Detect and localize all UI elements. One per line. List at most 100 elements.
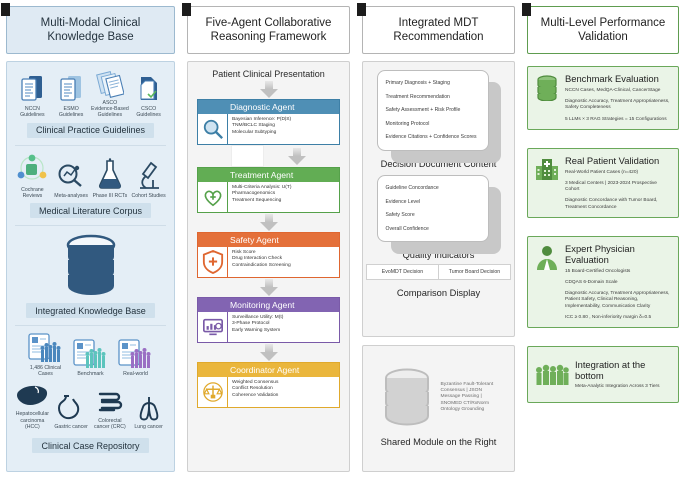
validation-line: 15 Board-Certified Oncologists bbox=[565, 268, 631, 274]
validation-heading: Benchmark Evaluation bbox=[565, 73, 659, 84]
agent-detail-lines: Weighted Consensus Conflict Resolution C… bbox=[228, 377, 281, 407]
arrow-down-icon bbox=[259, 81, 278, 98]
agent-line: Molecular Subtyping bbox=[232, 129, 277, 135]
guidelines-label: Clinical Practice Guidelines bbox=[26, 122, 155, 138]
group-people-icon bbox=[535, 364, 569, 386]
blank-placeholder-box bbox=[231, 145, 264, 167]
validation-line: Diagnostic Accuracy, Treatment Appropria… bbox=[565, 291, 670, 309]
agent-line: TNM/BCLC Staging bbox=[232, 123, 275, 129]
quality-caption: Quality Indicators bbox=[402, 250, 475, 261]
literature-caption: Cochrane Reviews bbox=[21, 186, 44, 199]
agent-line: Contraindication Screening bbox=[232, 262, 291, 268]
guideline-caption: CSCO Guidelines bbox=[136, 106, 161, 119]
validation-card-expert-physician[interactable]: Expert Physician Evaluation 15 Board-Cer… bbox=[527, 235, 679, 329]
validation-card-real-patient[interactable]: Real Patient Validation Real-World Patie… bbox=[527, 147, 679, 218]
validation-card-integration[interactable]: Integration at the bottom Meta-Analytic … bbox=[527, 346, 679, 404]
quality-line: Overall Confidence bbox=[385, 225, 429, 232]
database-cylinder-icon bbox=[535, 73, 559, 123]
agent-card-monitoring[interactable]: Monitoring Agent Surveillance Utility: M… bbox=[197, 297, 340, 343]
agent-line: Drug Interaction Check bbox=[232, 256, 283, 262]
cancer-type-caption: Colorectal cancer (CRC) bbox=[94, 417, 126, 430]
comparison-row: EvoMDT Decision Tumor Board Decision bbox=[366, 264, 511, 281]
panel-c-body-top: Primary Diagnosis + Staging Treatment Re… bbox=[362, 61, 515, 337]
validation-heading: Expert Physician Evaluation bbox=[565, 242, 635, 265]
agent-card-diagnostic[interactable]: Diagnostic Agent Bayesian Inference: P(D… bbox=[197, 99, 340, 145]
agent-line: Coherence Validation bbox=[232, 392, 279, 398]
agent-detail-lines: Risk Score Drug Interaction Check Contra… bbox=[228, 247, 294, 277]
magnifier-chart-icon bbox=[58, 164, 82, 187]
panel-marker-a bbox=[1, 3, 10, 16]
magnifier-search-icon bbox=[198, 114, 228, 144]
quality-indicators-stack: Guideline Concordance Evidence Level Saf… bbox=[376, 174, 501, 255]
literature-icon-row: Cochrane Reviews Meta-analyses bbox=[13, 153, 168, 199]
document-line: Primary Diagnosis + Staging bbox=[385, 80, 450, 86]
intestine-icon bbox=[98, 392, 122, 411]
agent-line: Multi-Criteria Analysis: U(T) bbox=[232, 185, 292, 190]
literature-caption: Phase III RCTs bbox=[92, 192, 128, 199]
case-caption: 1,486 Clinical Cases bbox=[29, 365, 62, 378]
agent-line: Treatment Sequencing bbox=[232, 197, 282, 203]
agent-name: Treatment Agent bbox=[198, 168, 339, 182]
panel-c-title: Integrated MDT Recommendation bbox=[362, 6, 515, 54]
case-caption: Real-world bbox=[123, 371, 148, 378]
guideline-item: ESMO Guidelines bbox=[52, 74, 91, 118]
quality-line: Evidence Level bbox=[385, 198, 421, 205]
shared-module-row: Byzantine Fault-Tolerant Consensus | JSO… bbox=[379, 367, 499, 429]
quality-indicators-card: Guideline Concordance Evidence Level Saf… bbox=[376, 174, 489, 243]
monitor-chart-icon bbox=[198, 312, 228, 342]
agent-card-safety[interactable]: Safety Agent Risk Score Drug Interaction… bbox=[197, 232, 340, 278]
case-caption: Benchmark bbox=[77, 371, 104, 378]
panel-b-body: Patient Clinical Presentation Diagnostic… bbox=[187, 61, 350, 472]
cancer-type-item: Lung cancer bbox=[129, 394, 168, 430]
arrow-down-icon bbox=[288, 147, 306, 165]
panel-validation: Multi-Level Performance Validation Bench… bbox=[521, 0, 685, 483]
agent-card-treatment[interactable]: Treatment Agent Multi-Criteria Analysis:… bbox=[197, 167, 340, 213]
cancer-type-item: Hepatocellular carcinoma (HCC) bbox=[13, 383, 52, 430]
validation-card-benchmark[interactable]: Benchmark Evaluation NCCN Cases, MedQA-C… bbox=[527, 66, 679, 130]
shield-plus-icon bbox=[198, 247, 228, 277]
guideline-caption: NCCN Guidelines bbox=[20, 106, 45, 119]
panel-d-title: Multi-Level Performance Validation bbox=[527, 6, 679, 54]
agent-name: Monitoring Agent bbox=[198, 298, 339, 312]
literature-item: Phase III RCTs bbox=[91, 157, 130, 199]
divider bbox=[15, 325, 166, 327]
validation-line: Real-World Patient Cases (n=420) bbox=[565, 169, 639, 175]
comparison-caption: Comparison Display bbox=[396, 288, 481, 299]
validation-line: Diagnostic Accuracy, Treatment Appropria… bbox=[565, 99, 670, 111]
liver-icon bbox=[17, 386, 48, 406]
document-icon bbox=[60, 76, 82, 101]
case-item: 1,486 Clinical Cases bbox=[23, 333, 68, 377]
agent-card-coordinator[interactable]: Coordinator Agent Weighted Con bbox=[197, 362, 340, 408]
physician-icon bbox=[535, 243, 559, 321]
agent-line: 3-Phase Protocol bbox=[232, 321, 270, 327]
agent-name: Diagnostic Agent bbox=[198, 100, 339, 114]
validation-heading: Integration at the bottom bbox=[575, 359, 646, 382]
database-cylinder-icon bbox=[384, 368, 429, 425]
panel-agent-framework: Five-Agent Collaborative Reasoning Frame… bbox=[181, 0, 356, 483]
comparison-cell-tumor-board[interactable]: Tumor Board Decision bbox=[439, 264, 511, 281]
cancer-type-caption: Hepatocellular carcinoma (HCC) bbox=[15, 411, 49, 430]
integrated-kb-block: Integrated Knowledge Base bbox=[13, 233, 168, 319]
stomach-icon bbox=[58, 394, 80, 419]
hospital-icon bbox=[535, 155, 559, 211]
validation-line: ICC ≥ 0.80 , Non-inferiority margin δ=0.… bbox=[565, 314, 652, 320]
balance-scale-icon bbox=[198, 377, 228, 407]
agent-detail-lines: Bayesian Inference: P(D|S) TNM/BCLC Stag… bbox=[228, 114, 294, 144]
panel-marker-b bbox=[182, 3, 191, 16]
clipboard-people-icon bbox=[28, 333, 61, 363]
lungs-icon bbox=[139, 396, 158, 421]
agent-name: Safety Agent bbox=[198, 233, 339, 247]
validation-line: 5 LLMs × 3 RAG Strategies = 15 Configura… bbox=[565, 116, 667, 122]
clinical-case-repository-block: 1,486 Clinical Cases Benchmark bbox=[13, 333, 168, 454]
documents-stack-icon bbox=[95, 70, 124, 98]
decision-document-stack: Primary Diagnosis + Staging Treatment Re… bbox=[376, 70, 501, 163]
validation-line: Meta-Analytic Integration Across 3 Tiers bbox=[575, 384, 660, 390]
validation-line: CDQAS 6-Domain Scale bbox=[565, 280, 618, 286]
quality-line: Safety Score bbox=[385, 212, 415, 219]
flow-head-label: Patient Clinical Presentation bbox=[212, 69, 325, 79]
cancer-type-caption: Gastric cancer bbox=[54, 423, 88, 430]
comparison-cell-evomdt[interactable]: EvoMDT Decision bbox=[366, 264, 439, 281]
agent-line: Early Warning System bbox=[232, 327, 281, 333]
case-repository-label: Clinical Case Repository bbox=[32, 438, 149, 454]
